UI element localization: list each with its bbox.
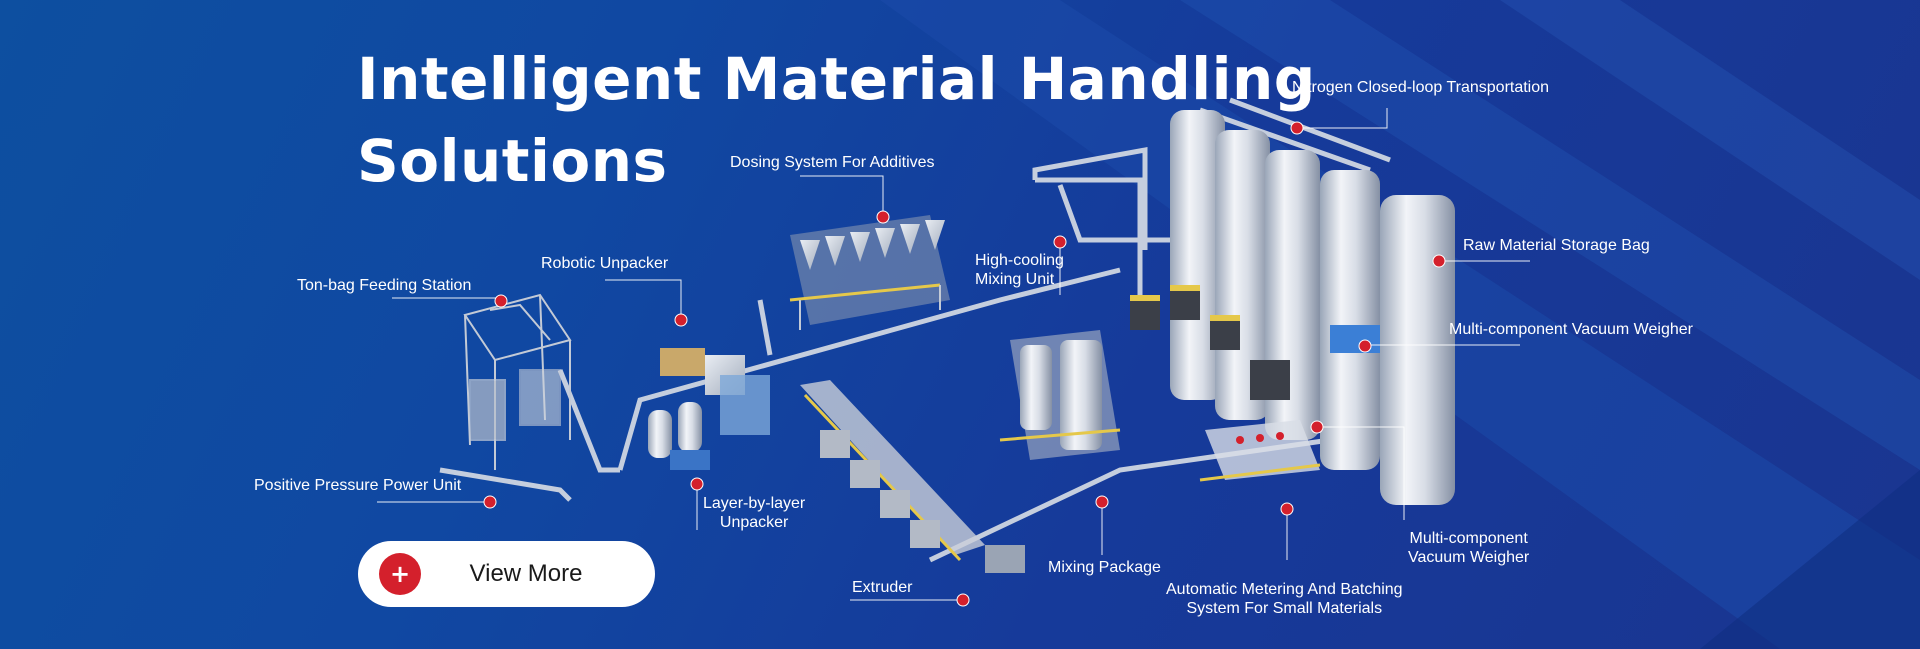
callout-vacuum-weigher-bottom-line-1: Multi-component	[1409, 530, 1528, 547]
storage-silos	[1130, 110, 1455, 505]
callout-auto-metering-line-1: Automatic Metering And Batching	[1166, 581, 1403, 598]
callout-layer-unpacker-line-2: Unpacker	[719, 514, 789, 531]
marker-raw-storage	[1432, 254, 1446, 268]
callout-robotic-unpacker: Robotic Unpacker	[541, 255, 669, 272]
hero-title-line-2: Solutions	[357, 127, 668, 195]
callout-vacuum-weigher-top: Multi-component Vacuum Weigher	[1449, 321, 1693, 338]
marker-dosing	[876, 210, 890, 224]
layer-unpacker	[648, 402, 710, 470]
marker-positive-pressure	[483, 495, 497, 509]
view-more-label: View More	[469, 560, 583, 587]
callout-auto-metering-line-2: System For Small Materials	[1186, 600, 1383, 617]
marker-mixing-package	[1095, 495, 1109, 509]
hero-title-line-1: Intelligent Material Handling	[357, 45, 1316, 113]
callout-layer-unpacker-line-1: Layer-by-layer	[703, 495, 806, 512]
view-more-button[interactable]: + View More	[358, 541, 655, 607]
callout-mixing-package: Mixing Package	[1048, 559, 1161, 576]
marker-nitrogen	[1290, 121, 1304, 135]
hero-title: Intelligent Material Handling Solutions	[357, 38, 1316, 202]
marker-vacuum-weigher-top	[1358, 339, 1372, 353]
callout-high-cooling-line-1: High-cooling	[975, 252, 1064, 269]
callout-auto-metering: Automatic Metering And Batching System F…	[1166, 580, 1403, 618]
marker-ton-bag	[494, 294, 508, 308]
small-materials-system	[1199, 420, 1321, 482]
robotic-unpacker	[660, 348, 770, 435]
callout-extruder: Extruder	[852, 579, 913, 596]
callout-high-cooling: High-cooling Mixing Unit	[975, 251, 1064, 289]
callout-vacuum-weigher-bottom-line-2: Vacuum Weigher	[1408, 549, 1530, 566]
callout-leaders	[377, 108, 1530, 601]
callout-layer-unpacker: Layer-by-layer Unpacker	[703, 494, 805, 532]
callout-markers	[483, 121, 1446, 607]
mixing-unit	[999, 330, 1121, 460]
marker-high-cooling	[1053, 235, 1067, 249]
callout-nitrogen: Nitrogen Closed-loop Transportation	[1292, 79, 1550, 96]
marker-extruder	[956, 593, 970, 607]
pipe-network	[439, 97, 1391, 563]
marker-vacuum-weigher-bottom	[1310, 420, 1324, 434]
callout-dosing: Dosing System For Additives	[730, 154, 935, 171]
callout-raw-storage: Raw Material Storage Bag	[1463, 237, 1650, 254]
plus-icon: +	[379, 553, 421, 595]
marker-layer-unpacker	[690, 477, 704, 491]
marker-auto-metering	[1280, 502, 1294, 516]
ton-bag-station	[463, 293, 572, 470]
callout-positive-pressure: Positive Pressure Power Unit	[254, 477, 462, 494]
dosing-system	[789, 215, 950, 330]
callout-ton-bag: Ton-bag Feeding Station	[297, 277, 472, 294]
marker-robotic-unpacker	[674, 313, 688, 327]
callout-vacuum-weigher-bottom: Multi-component Vacuum Weigher	[1408, 529, 1529, 567]
callout-high-cooling-line-2: Mixing Unit	[975, 271, 1055, 288]
extruder-line	[800, 380, 1025, 573]
